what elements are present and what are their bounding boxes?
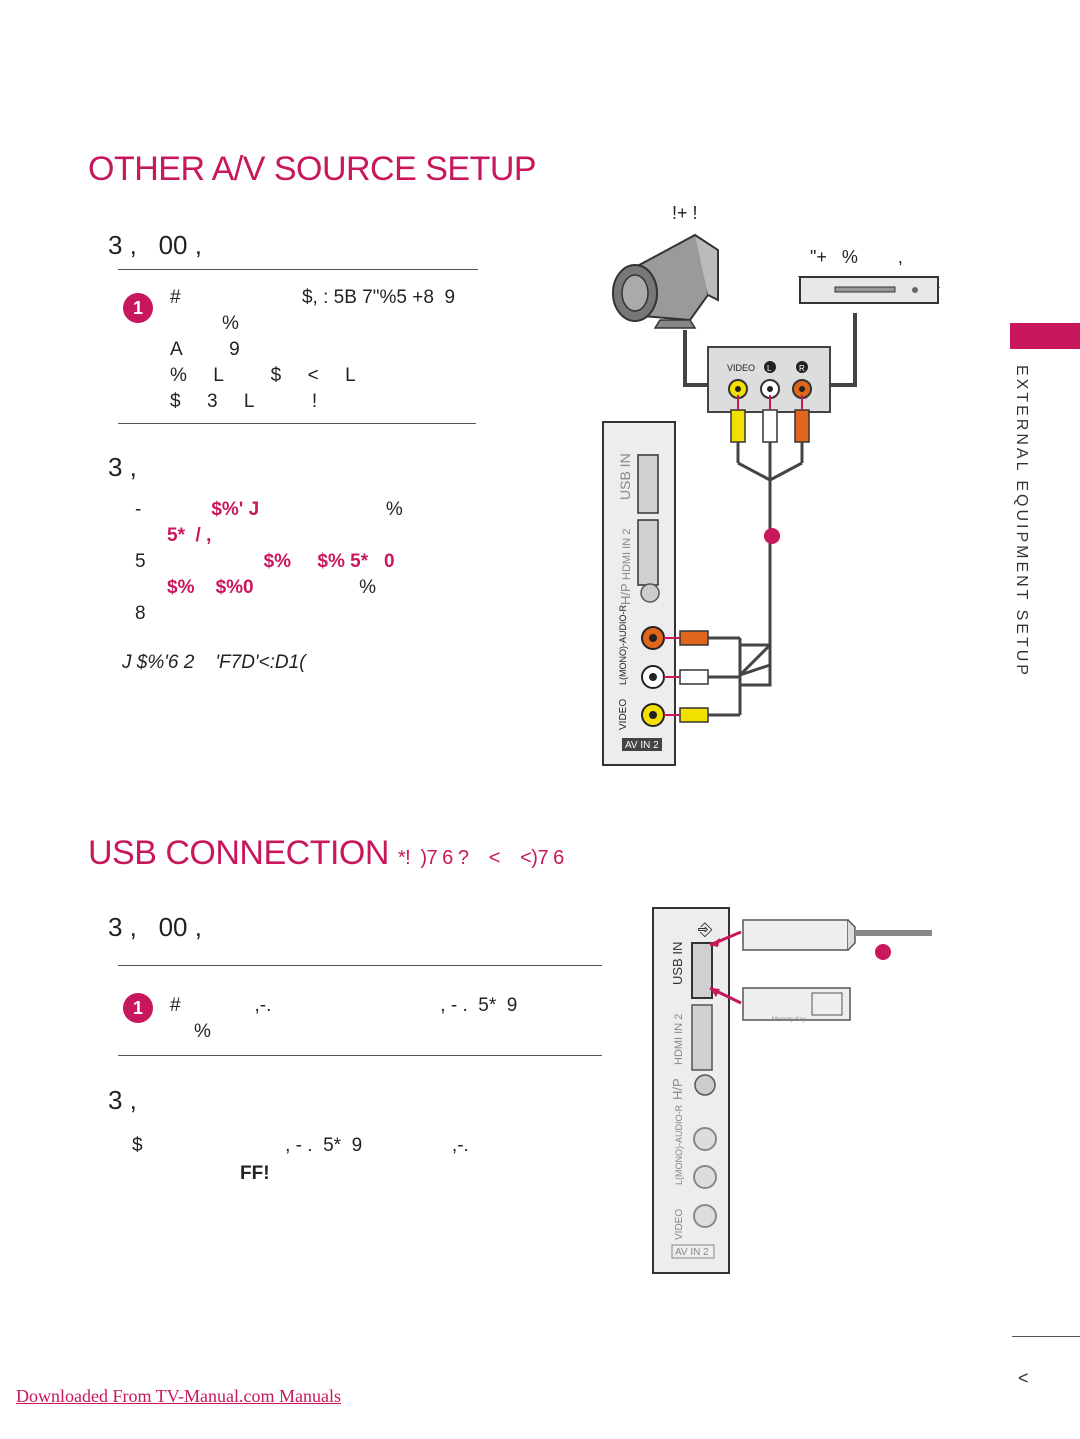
step-number-1: 1 <box>123 993 153 1023</box>
footer-download-link[interactable]: Downloaded From TV-Manual.com Manuals <box>16 1386 341 1406</box>
usage-text-av: - $%' J % 5* / , 5 $% $% 5* 0 $% $%0 % 8 <box>135 497 403 627</box>
step-number-1: 1 <box>123 293 153 323</box>
step1-text: # $, : 5B 7"%5 +8 9 % A 9 % L $ < L $ 3 … <box>170 285 455 415</box>
usage-plain: - <box>135 499 142 520</box>
step1-line: % <box>194 1021 211 1042</box>
hp-label: H/P <box>670 1078 685 1100</box>
audio-label: L(MONO)-AUDIO-R <box>674 1105 684 1185</box>
step1-line: # $, : 5B 7"%5 +8 9 <box>170 287 456 308</box>
step1-line: A 9 <box>170 339 240 360</box>
av-connection-diagram: VIDEO L R USB IN HDMI IN 2 H/P L(MONO)-A… <box>602 203 941 766</box>
step1-line: # ,-. , - . 5* 9 <box>170 995 518 1016</box>
usage-plain: 8 <box>135 603 146 624</box>
hdmi-label: HDMI IN 2 <box>673 1014 685 1065</box>
page-divider <box>1012 1336 1080 1337</box>
section-title-usb: USB CONNECTION *! )7 6 ? < <)7 6 <box>88 834 564 873</box>
player-label: "+ % , <box>810 247 903 267</box>
video-label: VIDEO <box>674 1209 685 1240</box>
page-number: < <box>1018 1368 1029 1388</box>
step1-text-usb: # ,-. , - . 5* 9 % <box>170 993 517 1045</box>
divider <box>118 269 478 270</box>
video-label: VIDEO <box>618 699 629 730</box>
usage-plain: 5 <box>135 551 146 572</box>
heading-usage-av: 3 , <box>108 452 137 482</box>
dvd-player-icon <box>797 276 941 304</box>
usb-in-label: USB IN <box>670 942 685 985</box>
panel-l-label: L <box>767 364 772 373</box>
usage-text-usb: $ , - . 5* 9 ,-. FF! <box>132 1132 469 1188</box>
hp-label: H/P <box>618 583 633 605</box>
step1-line: $ 3 L ! <box>170 391 318 412</box>
section-title-av: OTHER A/V SOURCE SETUP <box>88 150 537 188</box>
heading-usage-usb: 3 , <box>108 1085 137 1115</box>
section-tab <box>1010 323 1080 349</box>
av-in-label: AV IN 2 <box>625 740 659 751</box>
usage-key: $%' J <box>211 499 260 520</box>
step1-line: % <box>222 313 239 334</box>
usb-title-suffix: *! )7 6 ? < <)7 6 <box>397 847 564 869</box>
usage-key: 5* / , <box>167 525 212 546</box>
usage-line: $ , - . 5* 9 ,-. <box>132 1135 469 1156</box>
av-in-label: AV IN 2 <box>675 1247 709 1258</box>
usage-key: $% $% 5* 0 <box>263 551 395 572</box>
step1-line: % L $ < L <box>170 365 356 386</box>
usb-cable-plug <box>742 919 849 951</box>
usb-in-label: USB IN <box>617 453 633 500</box>
usb-connection-diagram: ⎆ USB IN HDMI IN 2 H/P L(MONO)-AUDIO-R V… <box>652 907 932 1274</box>
usb-title: USB CONNECTION <box>88 834 389 872</box>
panel-r-label: R <box>799 364 805 373</box>
panel-video-label: VIDEO <box>727 363 755 373</box>
usage-key: $% $%0 <box>167 577 254 598</box>
usage-rest: % <box>259 499 403 520</box>
heading-connecting-usb: 3 , 00 , <box>108 912 202 942</box>
connection-marker <box>875 944 891 960</box>
memory-key-label: Memory Key <box>772 1017 806 1023</box>
note-text: J $%'6 2 'F7D'<:D1( <box>122 652 306 673</box>
heading-connecting-av: 3 , 00 , <box>108 230 202 260</box>
sidebar-label: EXTERNAL EQUIPMENT SETUP <box>1013 365 1030 678</box>
camcorder-icon <box>612 233 719 329</box>
divider <box>118 1055 602 1056</box>
audio-label: L(MONO)-AUDIO-R <box>618 605 628 685</box>
usage-line: FF! <box>240 1163 270 1184</box>
divider <box>118 965 602 966</box>
connection-marker <box>764 528 780 544</box>
usb-symbol-icon: ⎆ <box>698 919 713 940</box>
camcorder-label: !+ ! <box>672 203 698 223</box>
divider <box>118 423 476 424</box>
usage-rest: % <box>253 577 377 598</box>
hdmi-label: HDMI IN 2 <box>621 529 633 580</box>
